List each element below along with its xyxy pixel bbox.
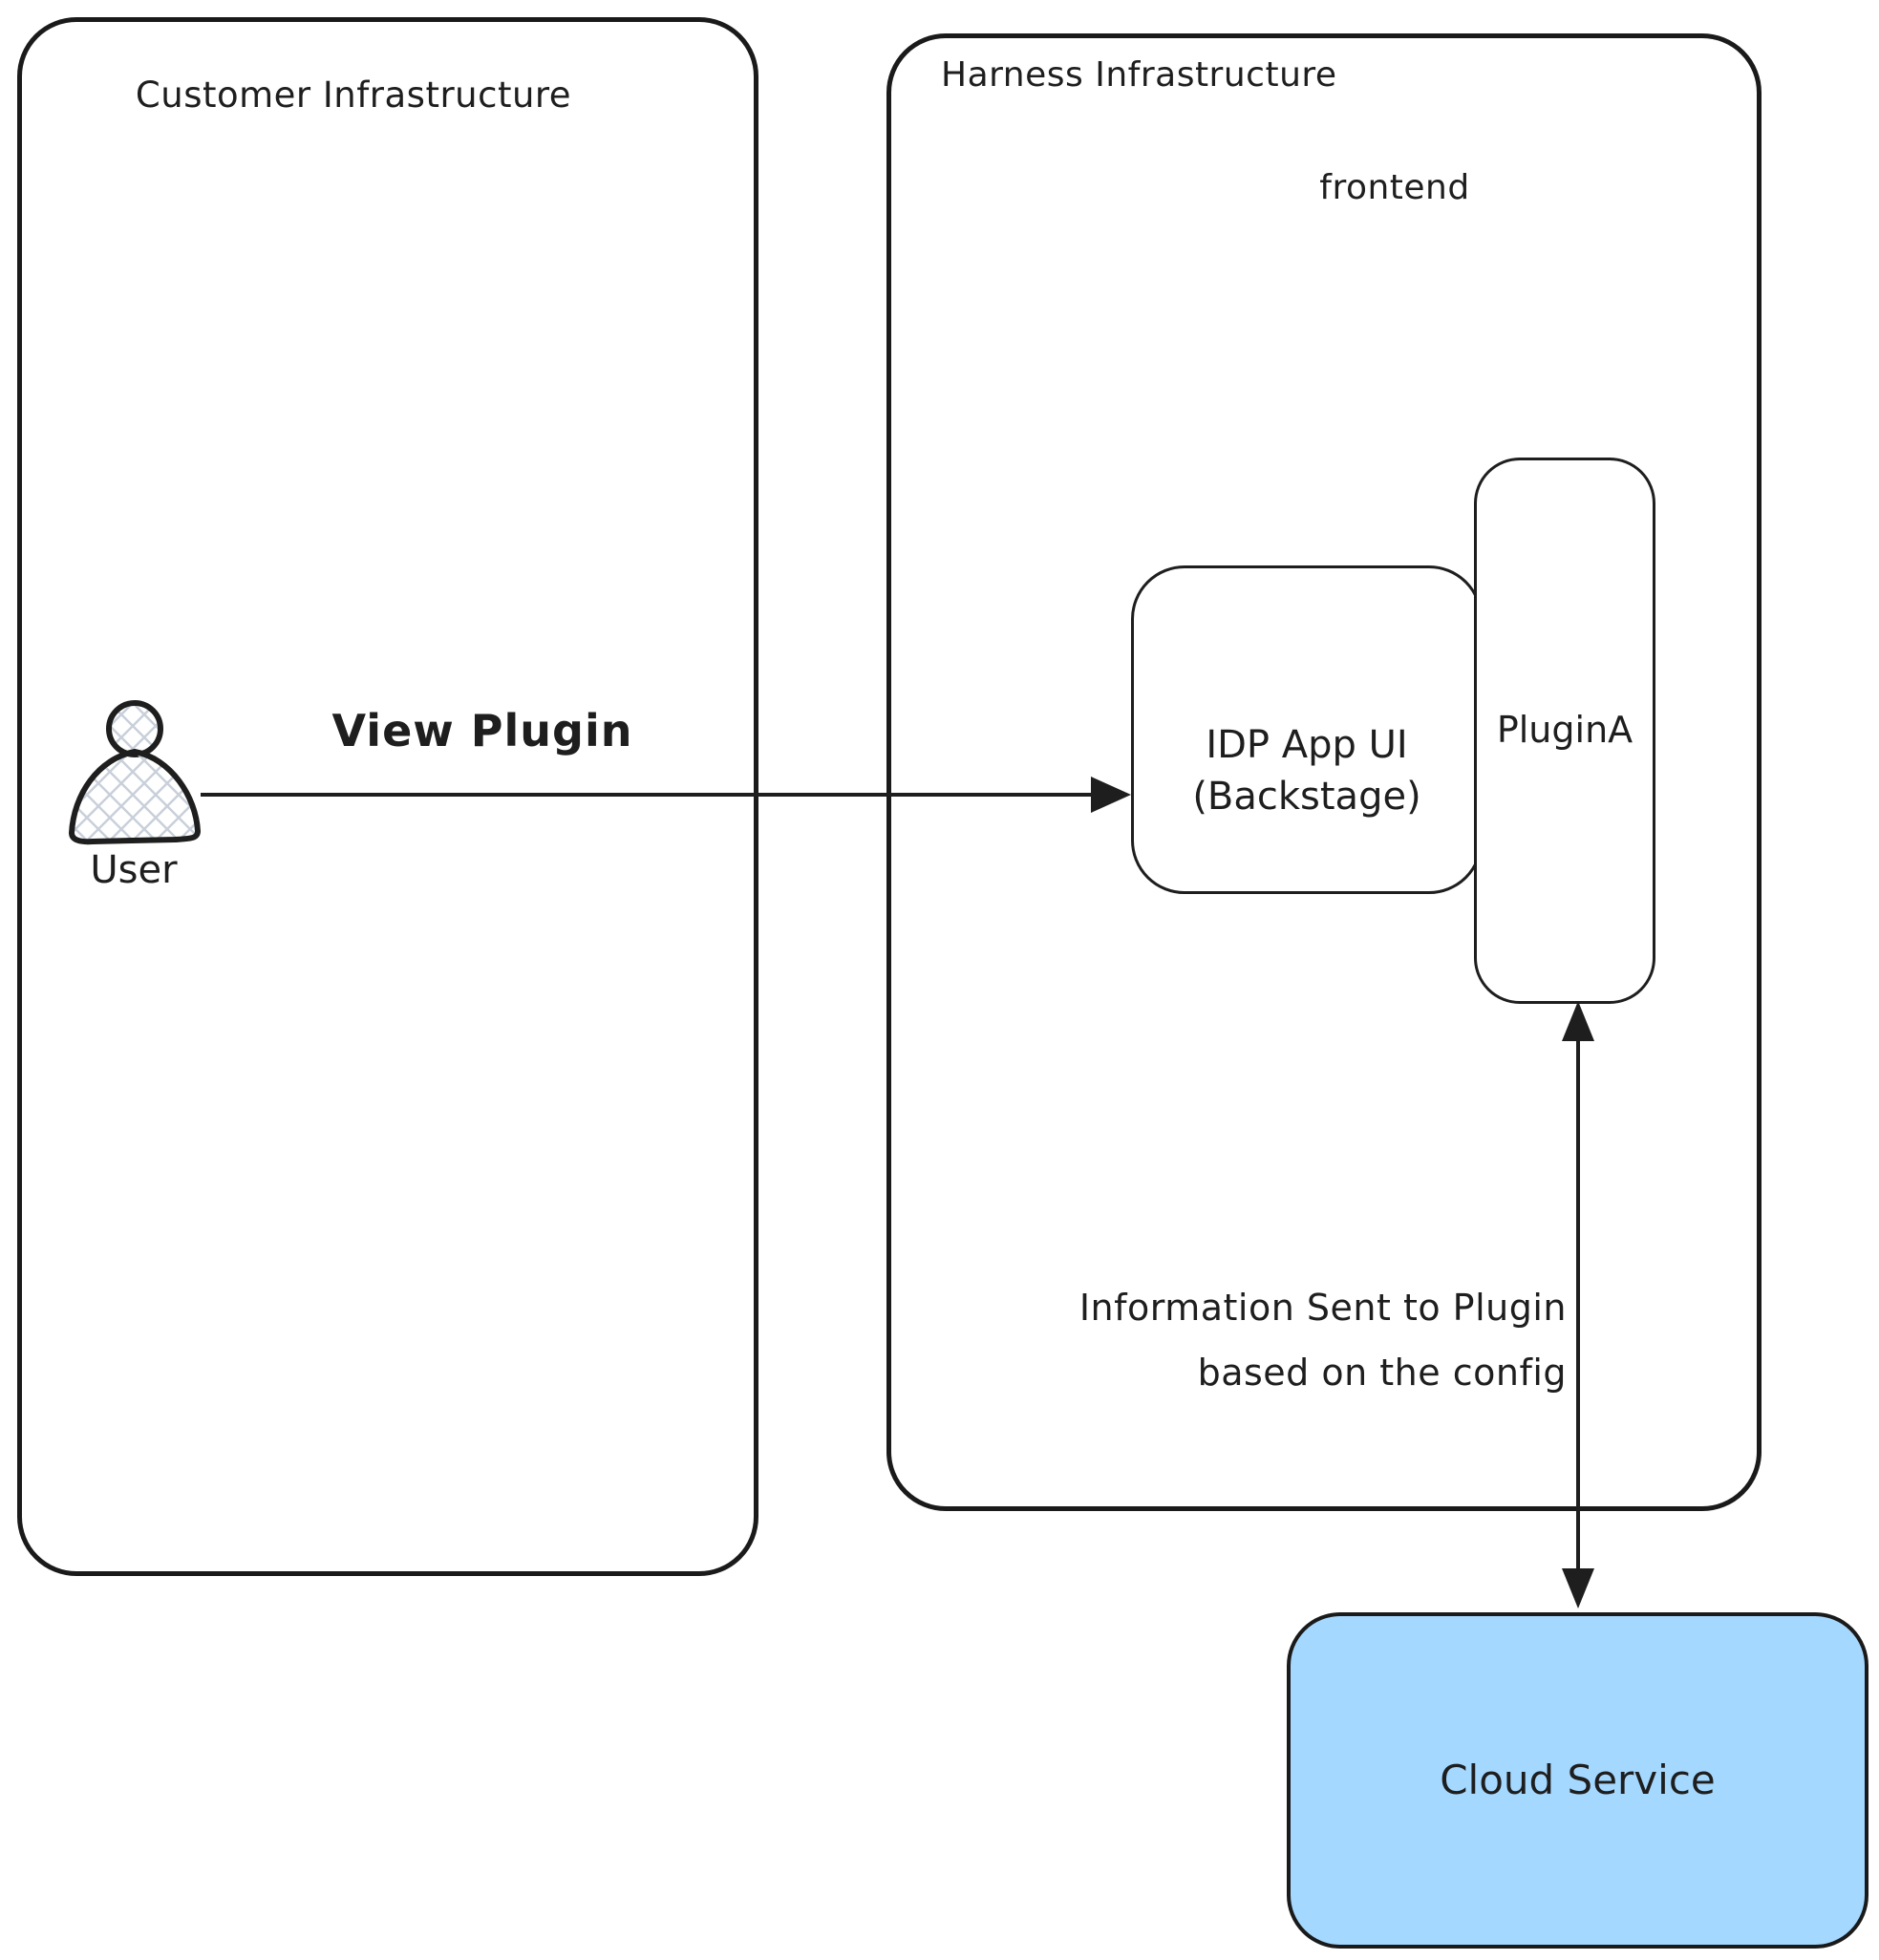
user-label: User <box>90 848 178 892</box>
cloud-service-node: Cloud Service <box>1287 1612 1868 1949</box>
view-plugin-arrow-label: View Plugin <box>331 705 633 756</box>
plugin-a-label: PluginA <box>1496 709 1633 752</box>
idp-app-ui-label-line1: IDP App UI <box>1206 723 1408 767</box>
frontend-label: frontend <box>1319 168 1470 207</box>
idp-app-ui-label: IDP App UI (Backstage) <box>1134 719 1480 822</box>
info-sent-label-line1: Information Sent to Plugin <box>1078 1287 1567 1329</box>
user-icon <box>69 700 201 845</box>
info-sent-arrowhead-down <box>1562 1568 1594 1608</box>
user-icon-body <box>69 749 201 845</box>
idp-app-ui-node: IDP App UI (Backstage) <box>1131 565 1483 894</box>
info-sent-arrow-label: Information Sent to Plugin based on the … <box>993 1276 1567 1405</box>
idp-app-ui-label-line2: (Backstage) <box>1192 775 1421 819</box>
customer-infrastructure-box <box>17 17 758 1576</box>
user-icon-head <box>106 700 163 757</box>
cloud-service-label: Cloud Service <box>1440 1756 1716 1803</box>
customer-infrastructure-title: Customer Infrastructure <box>135 75 572 116</box>
harness-infrastructure-title: Harness Infrastructure <box>941 55 1337 95</box>
plugin-a-node: PluginA <box>1474 458 1655 1004</box>
info-sent-label-line2: based on the config <box>1197 1351 1567 1394</box>
harness-infrastructure-box <box>886 33 1762 1511</box>
